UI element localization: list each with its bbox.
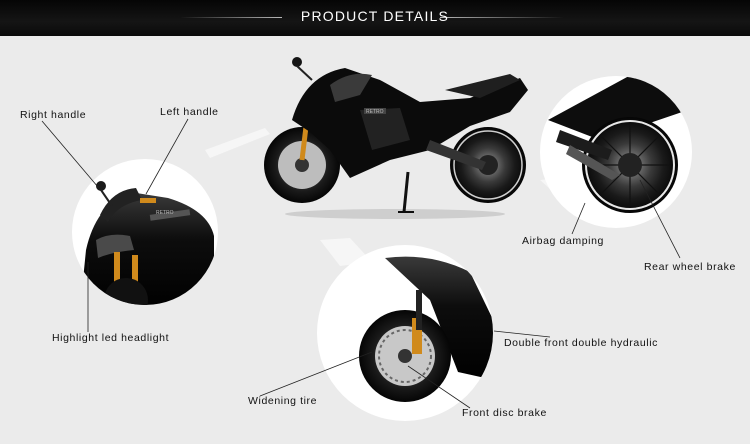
detail-circle-front-wheel: [317, 245, 493, 421]
mirror-icon: [292, 57, 302, 67]
callout-front-disc-brake: Front disc brake: [462, 407, 547, 419]
callout-highlight-led-headlight: Highlight led headlight: [52, 332, 170, 344]
header-divider-right: [440, 17, 564, 18]
bike-badge-text: RETRO: [366, 109, 384, 115]
fairing-badge-text: RETRO: [156, 210, 174, 216]
motorcycle-main: RETRO: [264, 57, 528, 219]
callout-lines: [41, 118, 681, 409]
header-divider-left: [180, 17, 282, 18]
page-title: PRODUCT DETAILS: [300, 8, 450, 24]
detail-circle-front-fairing: RETRO: [72, 159, 218, 305]
callout-left-handle: Left handle: [160, 106, 219, 118]
callout-double-front-double-hydraulic: Double front double hydraulic: [504, 337, 658, 349]
callout-airbag-damping: Airbag damping: [522, 235, 604, 247]
mirror-icon: [96, 181, 106, 191]
callout-rear-wheel-brake: Rear wheel brake: [644, 261, 736, 273]
detail-circle-rear-wheel: [540, 76, 692, 228]
header-bar: PRODUCT DETAILS: [0, 0, 750, 36]
callout-widening-tire: Widening tire: [248, 395, 318, 407]
callout-right-handle: Right handle: [20, 109, 87, 121]
